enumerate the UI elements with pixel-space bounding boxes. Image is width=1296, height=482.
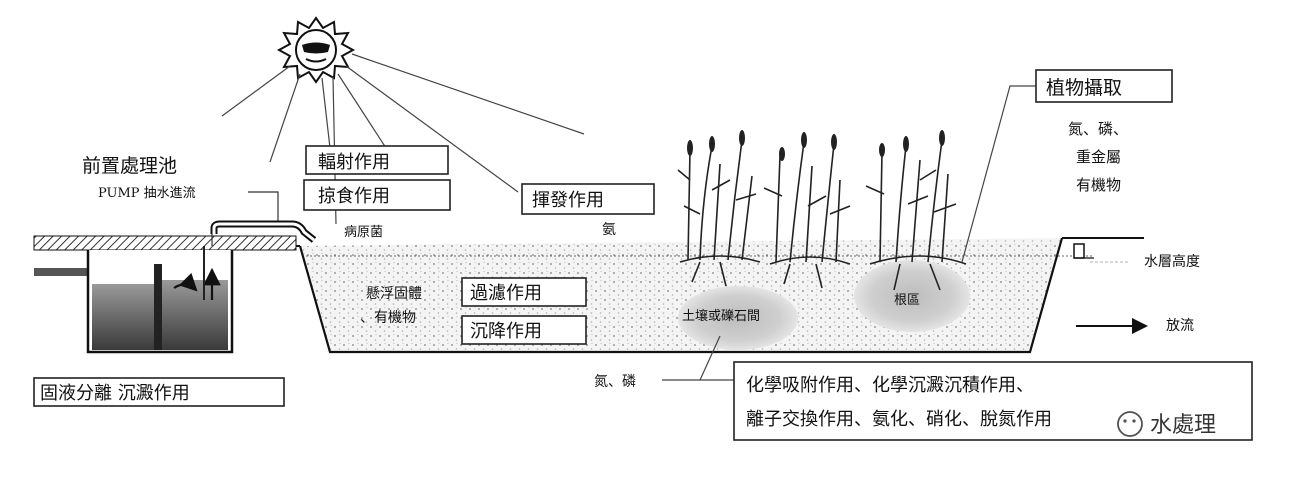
radiation-label: 輻射作用 [318,152,390,173]
root-zone-label: 根區 [894,293,920,308]
filtration-box [461,277,587,307]
np-label: 氮、磷 [594,374,636,390]
water-level-gauge [1073,243,1130,263]
organics-label: 、有機物 [360,310,416,326]
plant-uptake-label: 植物攝取 [1046,77,1122,99]
soil-zone [678,286,798,350]
volatilization-box [521,183,655,215]
filtration-label: 過濾作用 [470,283,542,304]
pump-label: PUMP 抽水進流 [98,186,196,201]
reed-plants [677,139,967,291]
predation-label: 掠食作用 [318,186,390,207]
sun-icon [276,16,356,84]
separation-box [33,377,285,407]
water-level-label: 水層高度 [1144,253,1200,270]
volatilization-label: 揮發作用 [532,190,604,211]
ammonia-label: 氨 [602,222,616,238]
uptake-item-1: 氮、磷、 [1068,120,1128,138]
leader-lines [662,85,1036,381]
watermark: 水處理 [1117,411,1216,438]
pre-treatment-tank [33,235,297,354]
inflow-pipe [210,191,317,246]
chemical-processes-box [733,361,1253,441]
chemical-line-2: 離子交換作用、氨化、硝化、脫氮作用 [746,409,1052,430]
reed-seedheads [687,130,945,161]
pre-tank-label: 前置處理池 [82,155,177,177]
suspended-solids-label: 懸浮固體 [366,286,422,302]
predation-box [303,179,451,211]
watermark-text: 水處理 [1150,413,1216,438]
root-zone [854,260,970,332]
uptake-item-2: 重金屬 [1076,148,1121,166]
uptake-item-3: 有機物 [1076,176,1121,194]
sedimentation-box [461,315,587,345]
soil-label: 土壤或礫石間 [682,308,760,324]
sedimentation-label: 沉降作用 [470,321,542,342]
pathogen-label: 病原菌 [344,225,383,240]
plant-uptake-box [1035,69,1173,103]
discharge-label: 放流 [1166,318,1194,334]
chemical-line-1: 化學吸附作用、化學沉澱沉積作用、 [746,375,1034,396]
radiation-box [305,145,449,175]
separation-label: 固液分離 沉澱作用 [40,383,190,404]
